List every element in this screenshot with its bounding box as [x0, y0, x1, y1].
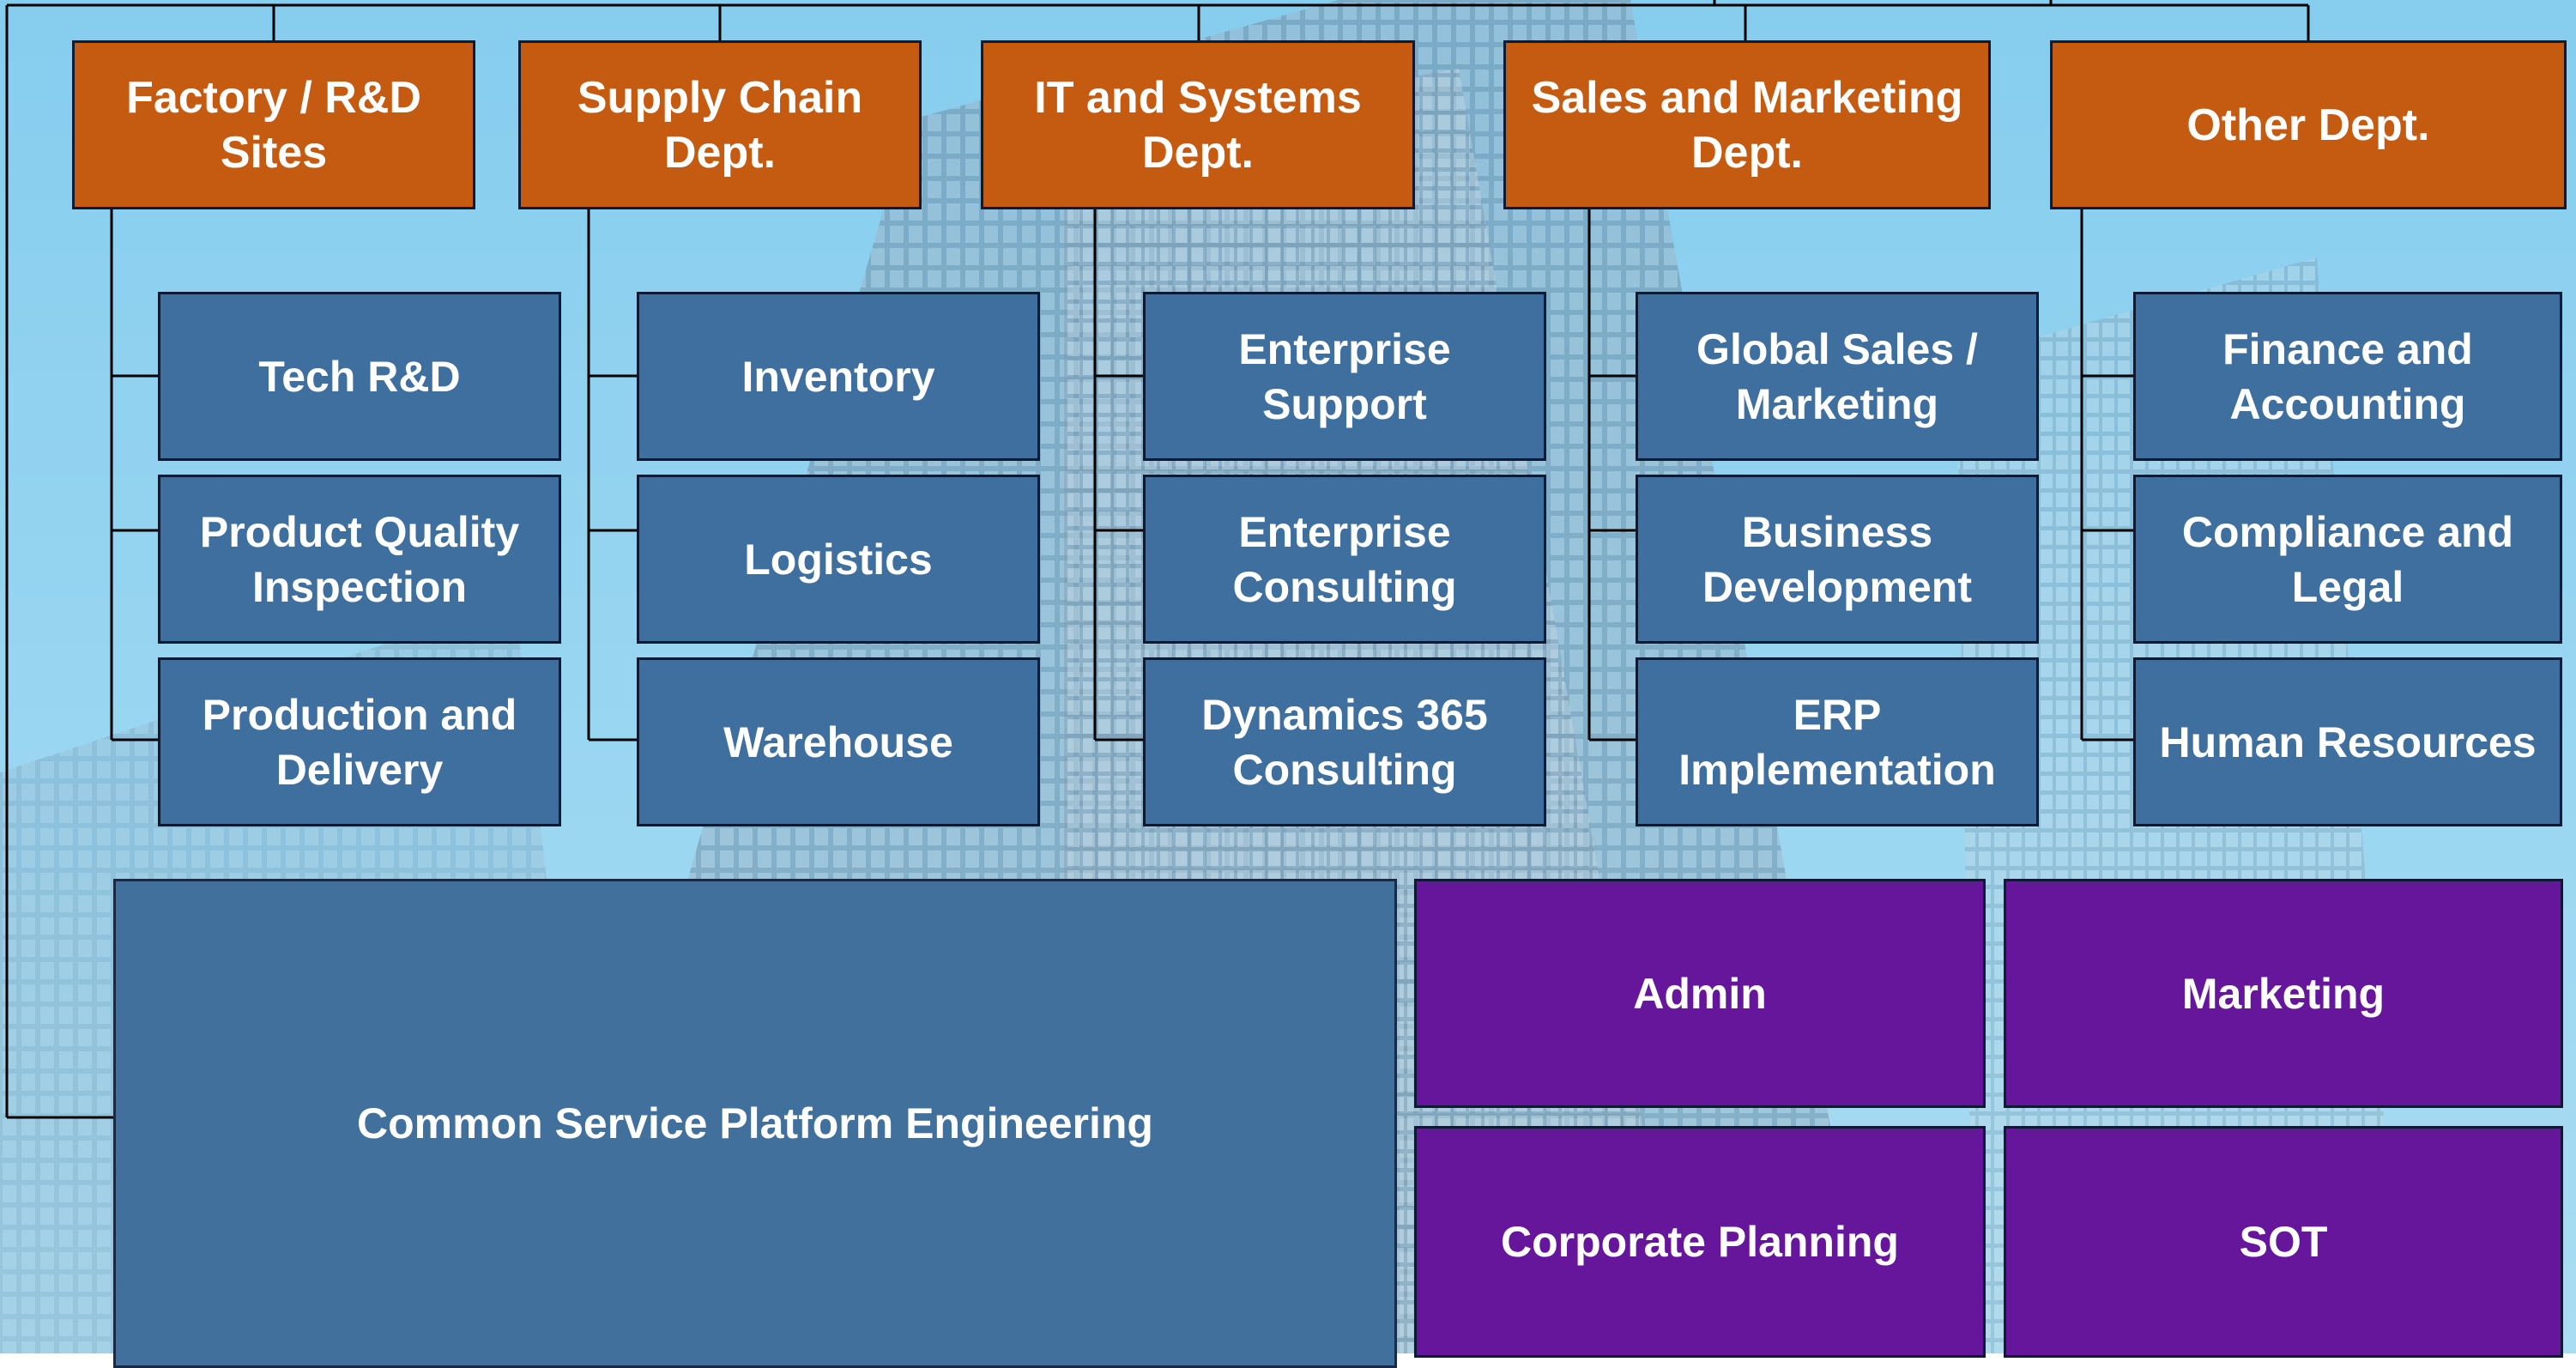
team-dynamics-365-consulting: Dynamics 365 Consulting [1143, 657, 1546, 826]
team-compliance-legal: Compliance and Legal [2133, 475, 2562, 644]
team-enterprise-consulting: Enterprise Consulting [1143, 475, 1546, 644]
dept-supply-chain: Supply Chain Dept. [518, 40, 922, 209]
support-sot: SOT [2004, 1126, 2563, 1358]
team-erp-implementation: ERP Implementation [1636, 657, 2039, 826]
support-corporate-planning: Corporate Planning [1414, 1126, 1986, 1358]
team-finance-accounting: Finance and Accounting [2133, 292, 2562, 461]
team-business-development: Business Development [1636, 475, 2039, 644]
team-inventory: Inventory [637, 292, 1040, 461]
team-tech-rd: Tech R&D [158, 292, 561, 461]
dept-other: Other Dept. [2050, 40, 2567, 209]
team-human-resources: Human Resources [2133, 657, 2562, 826]
support-admin: Admin [1414, 879, 1986, 1108]
team-logistics: Logistics [637, 475, 1040, 644]
team-enterprise-support: Enterprise Support [1143, 292, 1546, 461]
support-marketing: Marketing [2004, 879, 2563, 1108]
dept-factory-rd: Factory / R&D Sites [72, 40, 475, 209]
dept-sales-marketing: Sales and Marketing Dept. [1503, 40, 1991, 209]
team-product-quality-inspection: Product Quality Inspection [158, 475, 561, 644]
dept-it-systems: IT and Systems Dept. [981, 40, 1415, 209]
team-production-delivery: Production and Delivery [158, 657, 561, 826]
team-global-sales-marketing: Global Sales / Marketing [1636, 292, 2039, 461]
common-service-platform: Common Service Platform Engineering [113, 879, 1397, 1368]
team-warehouse: Warehouse [637, 657, 1040, 826]
